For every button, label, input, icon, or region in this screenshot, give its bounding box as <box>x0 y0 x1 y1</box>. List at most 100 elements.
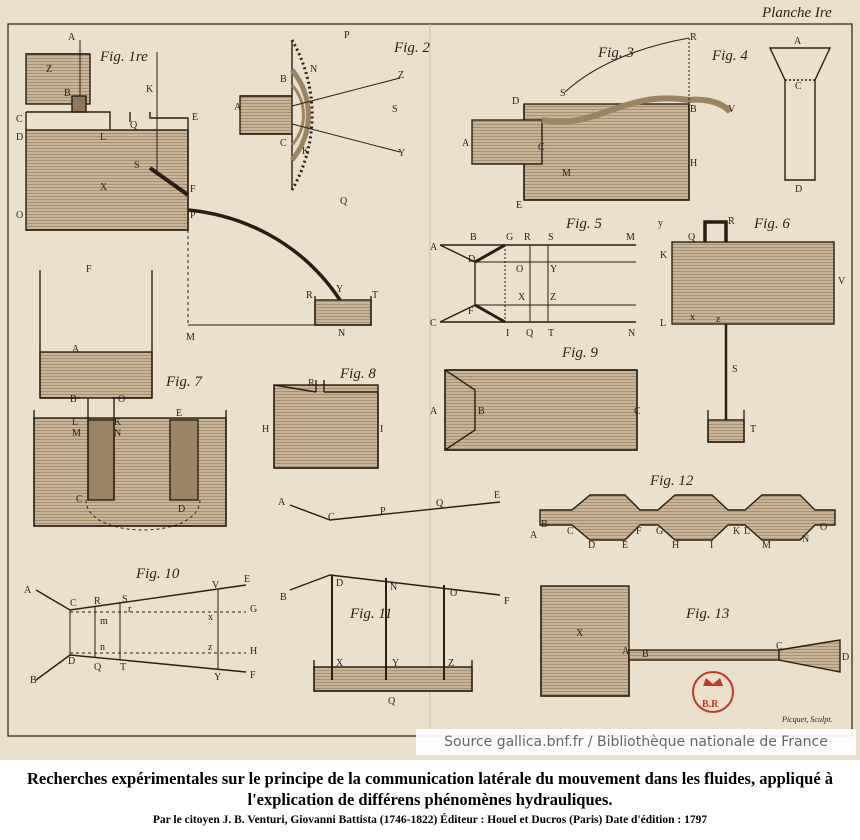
fig1-point-label: O <box>16 210 23 221</box>
figure-12 <box>539 494 836 541</box>
fig7-point-label: M <box>72 428 81 439</box>
fig2-point-label: B <box>280 74 287 85</box>
fig11-point-label: C <box>328 512 335 523</box>
fig12-point-label: D <box>588 540 595 551</box>
fig3-point-label: R <box>690 32 697 43</box>
fig12-point-label: E <box>622 540 628 551</box>
fig12-point-label: K <box>733 526 741 537</box>
fig1-point-label: F <box>190 184 196 195</box>
fig7-title: Fig. 7 <box>165 374 203 390</box>
fig3-point-label: D <box>512 96 519 107</box>
fig8-point-label: I <box>380 424 383 435</box>
fig6-point-label: T <box>750 424 756 435</box>
fig6-point-label: L <box>660 318 666 329</box>
fig6-point-label: y <box>658 218 663 229</box>
fig9-point-label: B <box>478 406 485 417</box>
vessel-x <box>25 129 189 231</box>
fig13-point-label: B <box>642 649 649 660</box>
fig12-point-label: H <box>672 540 679 551</box>
fig13-title: Fig. 13 <box>685 606 729 622</box>
fig10-point-label: F <box>250 670 256 681</box>
fig10-point-label: B <box>30 675 37 686</box>
fig7-point-label: C <box>76 494 83 505</box>
fig6-point-label: V <box>838 276 846 287</box>
fig13-point-label: X <box>576 628 584 639</box>
fig1-point-label: M <box>186 332 195 343</box>
fig12-point-label: F <box>636 526 642 537</box>
fig10-point-label: z <box>208 642 213 653</box>
fig5-point-label: Q <box>526 328 534 339</box>
figure-1 <box>25 40 372 326</box>
fig12-point-label: N <box>802 534 809 545</box>
caption-title: Recherches expérimentales sur le princip… <box>26 769 834 809</box>
document-caption: Recherches expérimentales sur le princip… <box>0 768 860 826</box>
fig8-point-label: R <box>308 378 315 389</box>
fig10-point-label: r <box>128 604 132 615</box>
fig3-title: Fig. 3 <box>597 45 634 61</box>
fig1-point-label: L <box>100 132 106 143</box>
fig1-point-label: R <box>306 290 313 301</box>
fig10-point-label: m <box>100 616 108 627</box>
fig5-point-label: S <box>548 232 554 243</box>
fig1-point-label: S <box>134 160 140 171</box>
fig1-point-label: N <box>338 328 345 339</box>
fig10-point-label: H <box>250 646 257 657</box>
fig10-title: Fig. 10 <box>135 566 180 582</box>
figure-13 <box>540 585 841 697</box>
fig3-point-label: E <box>516 200 522 211</box>
fig5-point-label: D <box>468 254 475 265</box>
fig12-point-label: B <box>541 519 548 530</box>
fig6-point-label: R <box>728 216 735 227</box>
fig4-title: Fig. 4 <box>711 48 748 64</box>
fig5-point-label: O <box>516 264 523 275</box>
fig1-point-label: B <box>64 88 71 99</box>
fig11-point-label: X <box>336 658 344 669</box>
fig11-point-label: F <box>504 596 510 607</box>
fig5-point-label: R <box>524 232 531 243</box>
fig10-point-label: G <box>250 604 257 615</box>
fig12-point-label: O <box>820 522 827 533</box>
figure-6 <box>671 220 835 443</box>
source-attribution: Source gallica.bnf.fr / Bibliothèque nat… <box>416 729 856 755</box>
fig10-point-label: T <box>120 662 126 673</box>
fig3-point-label: M <box>562 168 571 179</box>
fig11-point-label: B <box>280 592 287 603</box>
figure-11 <box>289 501 501 692</box>
fig4-point-label: D <box>795 184 802 195</box>
fig1-point-label: D <box>16 132 23 143</box>
fig6-title: Fig. 6 <box>753 216 790 232</box>
fig11-point-label: Q <box>436 498 444 509</box>
fig4-labels: ACD <box>794 36 802 195</box>
fig1-point-label: X <box>100 182 108 193</box>
fig1-point-label: E <box>192 112 198 123</box>
figure-7 <box>33 270 227 531</box>
fig3-point-label: C <box>538 142 545 153</box>
fig10-point-label: S <box>122 594 128 605</box>
fig2-point-label: A <box>234 102 242 113</box>
fig13-point-label: D <box>842 652 849 663</box>
fig5-point-label: N <box>628 328 635 339</box>
fig5-point-label: C <box>430 318 437 329</box>
fig11-point-label: Y <box>392 658 399 669</box>
fig7-point-label: A <box>72 344 80 355</box>
fig12-title: Fig. 12 <box>649 473 694 489</box>
fig1-title: Fig. 1re <box>99 49 148 65</box>
fig1-point-label: K <box>146 84 154 95</box>
fig5-point-label: M <box>626 232 635 243</box>
fig10-point-label: R <box>94 596 101 607</box>
fig3-point-label: A <box>462 138 470 149</box>
fig3-point-label: S <box>560 88 566 99</box>
fig6-point-label: Q <box>688 232 696 243</box>
engraved-plate: Fig. 1re Fig. 2 Fig. 3 Fig. 4 Fig. 5 Fig… <box>0 0 860 760</box>
fig7-point-label: L <box>72 417 78 428</box>
plate-drawing: Fig. 1re Fig. 2 Fig. 3 Fig. 4 Fig. 5 Fig… <box>7 5 853 737</box>
fig3-point-label: H <box>690 158 697 169</box>
